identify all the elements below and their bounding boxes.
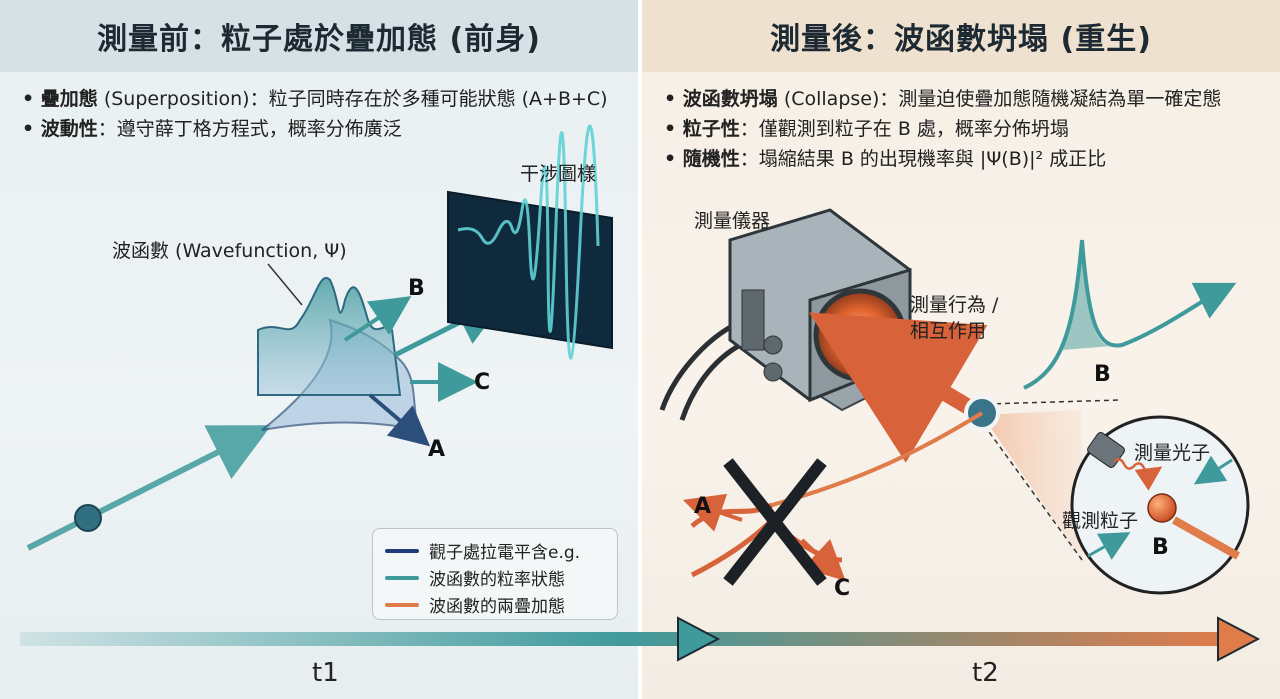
bullet-particle-nature: 粒子性：僅觀測到粒子在 B 處，概率分佈坍塌 [664,114,1221,144]
observed-particle-label: 觀測粒子 [1062,510,1139,532]
inset-arrow-in [1193,455,1233,485]
device-knob [763,362,783,382]
legend-swatch-navy [385,548,419,553]
device-cables [659,319,744,421]
interference-pattern-label: 干涉圖樣 [520,163,597,185]
right-diagram [659,208,1250,595]
arrow-to-b [343,296,412,342]
device-knob [763,335,783,355]
left-diagram [26,124,613,551]
inset-arrow-in [1087,532,1131,560]
legend-swatch-orange [385,602,419,607]
panel-divider [638,0,642,699]
bullet-wave-nature: 波動性：遵守薛丁格方程式，概率分佈廣泛 [22,114,608,144]
interaction-label-2: 相互作用 [910,320,987,342]
wavefunction-peaks [257,277,402,396]
wavefunction-pointer [267,263,303,306]
after-measurement-panel: 測量後：波函數坍塌 (重生) 波函數坍塌 (Collapse)：測量迫使疊加態隨… [642,0,1280,699]
cross-out-icon [723,458,827,586]
discarded-label-a: A [694,494,712,519]
label-b: B [408,276,425,301]
inset-path-out [1172,516,1240,560]
arrow-to-a [368,393,431,447]
right-panel-title: 測量後：波函數坍塌 (重生) [642,0,1280,72]
interaction-arrow [808,312,988,463]
discarded-arrow-a [682,493,743,532]
bullet-randomness: 隨機性：塌縮結果 B 的出現機率與 |Ψ(B)|² 成正比 [664,144,1221,174]
legend: 觀子處拉電平含e.g. 波函數的粒率狀態 波函數的兩疊加態 [372,528,618,620]
bullet-collapse: 波函數坍塌 (Collapse)：測量迫使疊加態隨機凝結為單一確定態 [664,84,1222,114]
interaction-label-1: 測量行為 / [910,294,999,316]
legend-item: 波函數的粒率狀態 [385,565,565,590]
zoom-edge [983,424,1083,561]
time-label-t2: t2 [972,658,999,688]
device-label: 測量儀器 [694,210,771,232]
zoom-edge [986,399,1121,405]
photon-wavy-path [1113,458,1163,491]
legend-item: 波函數的兩疊加態 [385,592,565,617]
before-measurement-panel: 測量前：粒子處於疊加態 (前身) 疊加態 (Superposition)：粒子同… [0,0,638,699]
incoming-path [26,425,272,551]
photon-label: 測量光子 [1134,442,1211,464]
time-label-t1: t1 [312,658,339,688]
observed-particle [1147,493,1177,523]
label-c: C [474,370,491,395]
discarded-arrow-c [800,538,846,581]
discarded-label-c: C [834,576,851,601]
wavefunction-label: 波函數 (Wavefunction, Ψ) [112,240,347,262]
interference-pattern [457,124,600,360]
left-bullet-list: 疊加態 (Superposition)：粒子同時存在於多種可能狀態 (A+B+C… [22,84,608,144]
collapsed-path [771,411,984,507]
legend-swatch-teal [385,575,419,580]
device-control-panel [741,289,765,351]
bullet-superposition: 疊加態 (Superposition)：粒子同時存在於多種可能狀態 (A+B+C… [22,84,608,114]
zoom-cone [982,410,1082,560]
inset-label-b: B [1152,535,1169,560]
collapsed-peak-fill [1062,240,1112,350]
label-a: A [428,437,446,462]
collapsed-wavefunction [1023,239,1237,390]
right-bullet-list: 波函數坍塌 (Collapse)：測量迫使疊加態隨機凝結為單一確定態 粒子性：僅… [664,84,1222,174]
legend-item: 觀子處拉電平含e.g. [385,538,580,563]
left-panel-title: 測量前：粒子處於疊加態 (前身) [0,0,638,72]
collapsed-label-b: B [1094,362,1111,387]
incoming-particle [74,504,102,532]
